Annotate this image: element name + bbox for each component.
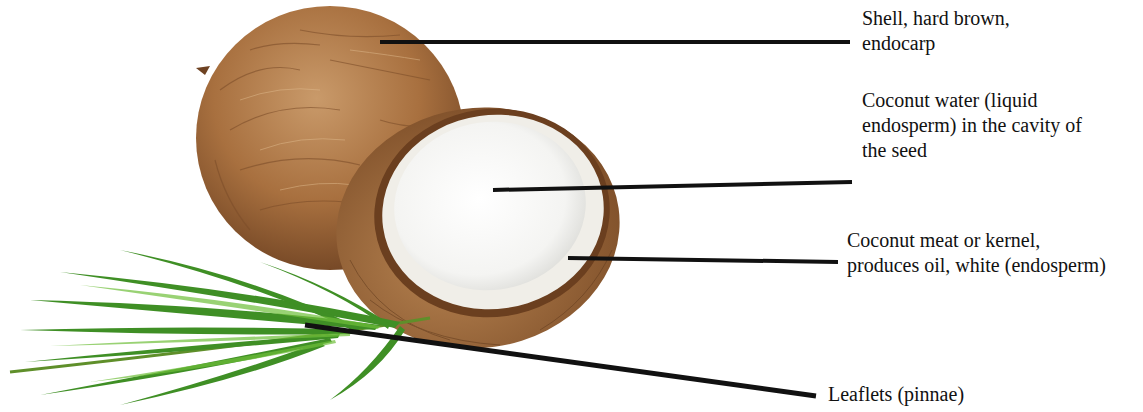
- part-label: Coconut water (liquid endosperm) in the …: [862, 88, 1107, 163]
- leader-line: [568, 258, 838, 262]
- leader-lines: [305, 42, 852, 396]
- part-label: Coconut meat or kernel, produces oil, wh…: [847, 228, 1109, 278]
- leader-line: [380, 40, 850, 44]
- leader-line: [305, 325, 816, 396]
- leader-line: [493, 182, 852, 190]
- palm-leaflets: [10, 250, 430, 405]
- part-label: Shell, hard brown, endocarp: [862, 6, 1077, 56]
- part-label: Leaflets (pinnae): [828, 382, 1088, 407]
